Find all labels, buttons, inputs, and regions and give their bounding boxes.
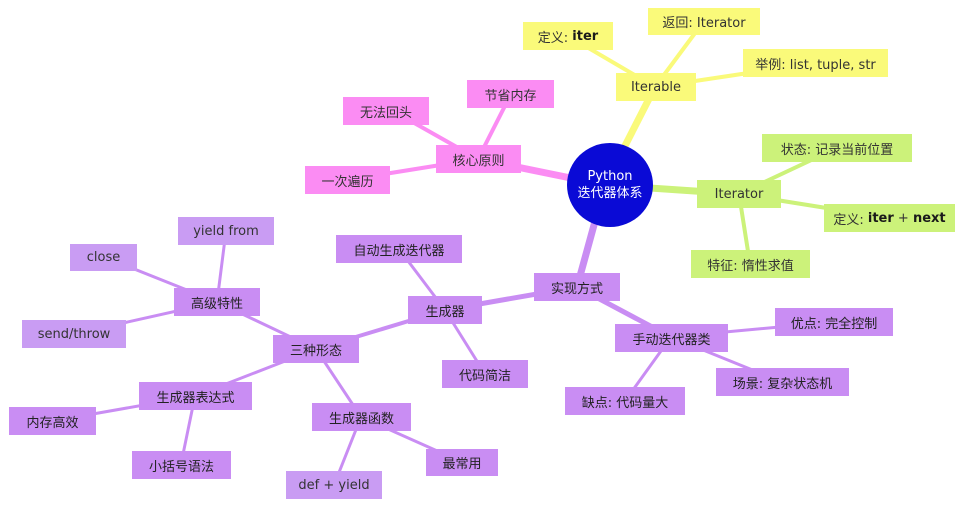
paren-syntax-node[interactable]: 小括号语法	[132, 451, 231, 479]
function-node[interactable]: 生成器函数	[312, 403, 411, 431]
manual-scenario-label: 场景: 复杂状态机	[732, 376, 833, 392]
iterator-feature-node[interactable]: 特征: 惰性求值	[691, 250, 810, 278]
iterable-definition-keyword: iter	[572, 28, 599, 44]
manual-class-label: 手动迭代器类	[632, 332, 711, 348]
iterable-returns-node[interactable]: 返回: Iterator	[648, 8, 760, 35]
principle-save-memory-label: 节省内存	[484, 88, 537, 104]
advanced-node[interactable]: 高级特性	[174, 288, 260, 316]
principle-node[interactable]: 核心原则	[436, 145, 521, 173]
manual-con-label: 缺点: 代码量大	[581, 395, 669, 411]
memory-efficient-label: 内存高效	[26, 415, 79, 431]
center-subtitle: 迭代器体系	[577, 186, 643, 201]
close-node[interactable]: close	[70, 244, 137, 271]
three-forms-label: 三种形态	[289, 343, 342, 359]
iterator-label: Iterator	[714, 186, 764, 202]
def-yield-label: def + yield	[298, 477, 370, 493]
iterator-definition-node[interactable]: 定义: iter + next	[824, 204, 955, 232]
iterator-state-node[interactable]: 状态: 记录当前位置	[762, 134, 912, 162]
manual-pro-node[interactable]: 优点: 完全控制	[775, 308, 893, 336]
center-node[interactable]: Python 迭代器体系	[567, 143, 653, 227]
center-title: Python	[587, 169, 633, 184]
close-label: close	[86, 250, 121, 265]
manual-pro-label: 优点: 完全控制	[790, 316, 878, 332]
iterable-returns-label: 返回: Iterator	[662, 16, 746, 31]
implementation-node[interactable]: 实现方式	[534, 273, 620, 301]
iterator-node[interactable]: Iterator	[697, 180, 781, 208]
iterator-definition-keyword-next: next	[912, 210, 946, 226]
iterator-definition-keyword-iter: iter	[867, 210, 894, 226]
iterable-node[interactable]: Iterable	[616, 73, 696, 101]
expression-label: 生成器表达式	[156, 390, 235, 406]
iterable-definition-prefix: 定义:	[537, 30, 573, 46]
generator-auto-label: 自动生成迭代器	[353, 243, 445, 259]
iterable-example-label: 举例: list, tuple, str	[755, 57, 876, 73]
principle-save-memory-node[interactable]: 节省内存	[467, 80, 554, 108]
generator-concise-node[interactable]: 代码简洁	[442, 360, 528, 388]
memory-efficient-node[interactable]: 内存高效	[9, 407, 96, 435]
iterator-definition-prefix: 定义:	[833, 212, 868, 228]
iterator-feature-label: 特征: 惰性求值	[707, 258, 794, 274]
most-common-node[interactable]: 最常用	[426, 449, 498, 476]
iterator-state-label: 状态: 记录当前位置	[780, 142, 894, 158]
manual-con-node[interactable]: 缺点: 代码量大	[565, 387, 685, 415]
iterable-definition-node[interactable]: 定义: iter	[523, 22, 613, 50]
principle-label: 核心原则	[452, 153, 505, 169]
iterable-example-node[interactable]: 举例: list, tuple, str	[743, 49, 888, 77]
iterator-definition-plus: +	[893, 210, 913, 226]
implementation-label: 实现方式	[550, 281, 603, 297]
send-throw-node[interactable]: send/throw	[22, 320, 126, 348]
def-yield-node[interactable]: def + yield	[286, 471, 382, 499]
yield-from-label: yield from	[193, 223, 259, 239]
generator-concise-label: 代码简洁	[458, 368, 511, 384]
advanced-label: 高级特性	[190, 296, 243, 312]
manual-scenario-node[interactable]: 场景: 复杂状态机	[716, 368, 849, 396]
principle-single-pass-node[interactable]: 一次遍历	[305, 166, 390, 194]
principle-single-pass-label: 一次遍历	[321, 174, 374, 190]
expression-node[interactable]: 生成器表达式	[139, 382, 252, 410]
function-label: 生成器函数	[328, 411, 394, 427]
send-throw-label: send/throw	[37, 326, 111, 342]
paren-syntax-label: 小括号语法	[148, 459, 214, 475]
yield-from-node[interactable]: yield from	[178, 217, 274, 245]
principle-no-going-back-node[interactable]: 无法回头	[343, 97, 429, 125]
manual-class-node[interactable]: 手动迭代器类	[615, 324, 728, 352]
iterable-label: Iterable	[630, 79, 682, 95]
generator-label: 生成器	[425, 304, 465, 320]
most-common-label: 最常用	[442, 457, 482, 472]
generator-auto-node[interactable]: 自动生成迭代器	[336, 235, 462, 263]
generator-node[interactable]: 生成器	[408, 296, 482, 324]
three-forms-node[interactable]: 三种形态	[273, 335, 359, 363]
principle-no-going-back-label: 无法回头	[359, 105, 412, 121]
